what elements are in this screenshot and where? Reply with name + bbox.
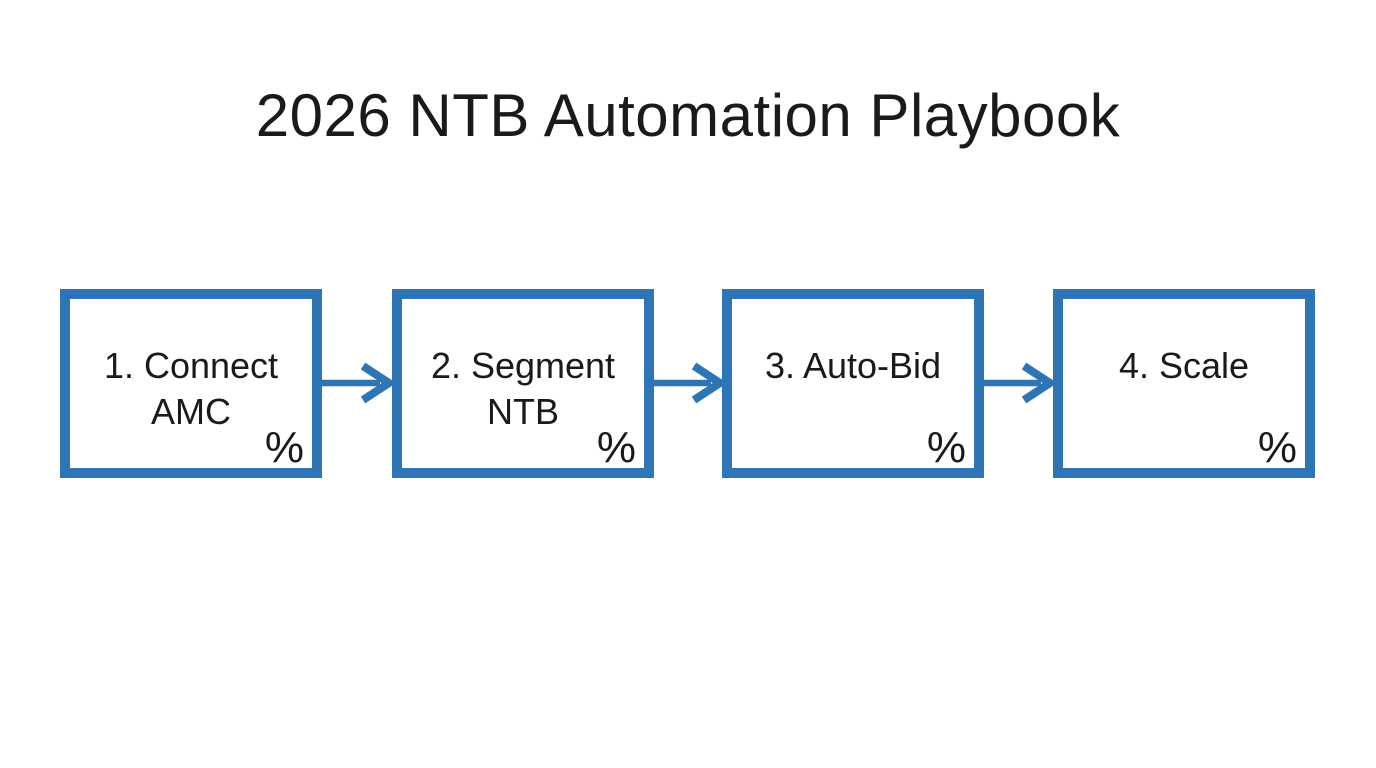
step-label-line2: AMC [151,391,231,432]
step-label-line1: 4. Scale [1118,345,1250,386]
percent-placeholder: % [596,423,636,472]
step-box-scale[interactable]: 4. Scale % [1053,289,1315,478]
step-box-connect-amc[interactable]: 1. Connect AMC % [60,289,322,478]
step-box-auto-bid[interactable]: 3. Auto-Bid % [722,289,984,478]
step-label-line1: 2. Segment [430,345,616,386]
percent-placeholder: % [264,423,304,472]
step-label: 3. Auto-Bid [732,343,974,389]
step-label-line1: 1. Connect [103,345,279,386]
percent-placeholder: % [1257,423,1297,472]
flow-arrow-icon[interactable] [653,361,723,405]
flow-arrow-icon[interactable] [983,361,1053,405]
step-label: 1. Connect AMC [70,343,312,435]
step-label: 2. Segment NTB [402,343,644,435]
percent-placeholder: % [926,423,966,472]
slide-title: 2026 NTB Automation Playbook [255,82,1121,149]
step-label: 4. Scale [1063,343,1305,389]
step-box-segment-ntb[interactable]: 2. Segment NTB % [392,289,654,478]
flow-arrow-icon[interactable] [322,361,392,405]
step-label-line2: NTB [487,391,559,432]
step-label-line1: 3. Auto-Bid [764,345,942,386]
